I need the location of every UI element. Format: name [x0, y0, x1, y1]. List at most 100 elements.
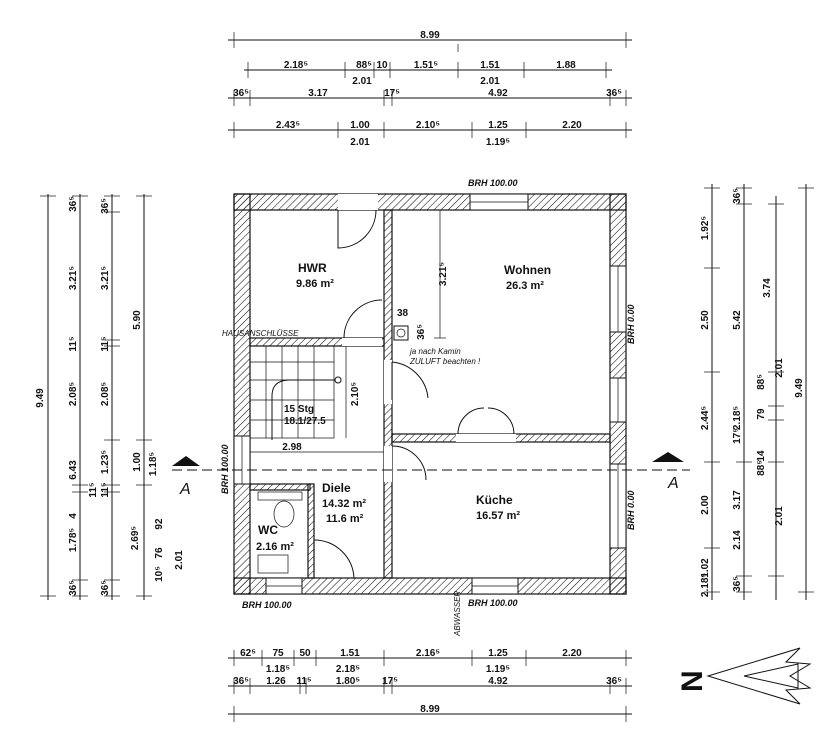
bottom-r3-dim-5: 17⁵: [382, 676, 398, 687]
left-b-dim-9: 1.23⁵: [100, 450, 111, 474]
left-b-dim-2: 3.21⁵: [68, 266, 79, 290]
left-b-dim-1: 36⁵: [68, 196, 79, 212]
section-mark-left: A: [179, 481, 191, 498]
shaft-dim-a: 38: [397, 308, 409, 319]
wc-fixtures: [257, 491, 303, 574]
top-r1-dim-2: 88⁵: [356, 60, 372, 71]
top-r4-dim-3: 2.10⁵: [416, 120, 440, 131]
top-r2-dim-2: 2.01: [480, 76, 500, 87]
right-b-dim-1: 36⁵: [732, 188, 743, 204]
left-b-dim-6: 3.21⁵: [100, 266, 111, 290]
bottom-r2-dim-1: 1.18⁵: [266, 664, 290, 675]
room-wc-area: 2.16 m²: [256, 541, 294, 553]
left-total-dim: 9.49: [35, 388, 46, 408]
left-c-dim-2: 1.00: [132, 452, 143, 472]
top-r3-dim-5: 36⁵: [606, 88, 622, 99]
bottom-r1-dim-7: 2.20: [562, 648, 582, 659]
bottom-total-dim: 8.99: [420, 704, 440, 715]
left-b-dim-3: 11⁵: [68, 336, 79, 352]
left-b-dim-14: 36⁵: [100, 580, 111, 596]
top-r5-dim-1: 2.01: [350, 137, 370, 148]
bottom-r1-dim-2: 75: [272, 648, 284, 659]
room-wohnen-area: 26.3 m²: [506, 280, 544, 292]
right-c-dim-6: 3.74: [762, 278, 773, 298]
brh-left: BRH 100.00: [220, 444, 230, 494]
room-kueche-name: Küche: [476, 493, 513, 507]
right-b-dim-3: 2.18⁵: [732, 406, 743, 430]
right-c-dim-3: 14: [756, 450, 767, 462]
north-arrow-label: N: [676, 670, 709, 692]
right-c-dim-2: 79: [756, 408, 767, 420]
left-b-dim-5: 36⁵: [100, 198, 111, 214]
top-total-dim: 8.99: [420, 30, 440, 41]
left-a-dim-3: 11⁵: [88, 482, 99, 498]
right-b-dim-4: 88⁵: [756, 374, 767, 390]
room-diele-name: Diele: [322, 481, 351, 495]
right-a-dim-2: 2.14: [732, 530, 743, 550]
top-dimensions: 8.99 2.18⁵ 88⁵ 10 1.51⁵ 1.51 1.88 2.01 2…: [228, 30, 632, 148]
left-b-dim-10: 11⁵: [100, 482, 111, 498]
interior-labels: 15 Stg 18.1/27.5 2.10⁵ 2.98 3.21⁵ 38 36⁵: [250, 262, 449, 453]
notes: HAUSANSCHLÜSSE ja nach Kamin ZULUFT beac…: [222, 329, 481, 637]
right-a-dim-5: 2.50: [700, 310, 711, 330]
bottom-r2-dim-2: 2.18⁵: [336, 664, 360, 675]
right-a-dim-1: 1.02: [700, 558, 711, 578]
brh-bottom-right: BRH 100.00: [468, 598, 518, 608]
section-line: A A: [172, 452, 690, 498]
bottom-r3-dim-3: 11⁵: [296, 676, 312, 687]
right-b-dim-8: 36⁵: [732, 576, 743, 592]
bottom-r2-dim-3: 1.19⁵: [486, 664, 510, 675]
top-r4-dim-1: 2.43⁵: [276, 120, 300, 131]
top-r1-dim-5: 1.51: [480, 60, 500, 71]
brh-right-lower: BRH 0.00: [626, 490, 636, 530]
right-a-dim-3: 2.00: [700, 495, 711, 515]
left-a-dim-1: 6.43: [68, 460, 79, 480]
right-b-dim-5: 17⁵: [732, 428, 743, 444]
left-b-dim-8: 2.08⁵: [100, 382, 111, 406]
top-r1-dim-1: 2.18⁵: [284, 60, 308, 71]
room-hwr-name: HWR: [298, 261, 327, 275]
left-a-dim-7: 36⁵: [68, 580, 79, 596]
bottom-r1-dim-5: 2.16⁵: [416, 648, 440, 659]
north-arrow: N: [676, 647, 812, 705]
stair-spec: 18.1/27.5: [284, 416, 326, 427]
right-total-dim: 9.49: [794, 378, 805, 398]
left-a-dim-6: 76: [154, 547, 165, 559]
right-c-dim-4: 88⁵: [756, 460, 767, 476]
bottom-r1-dim-1: 62⁵: [240, 648, 256, 659]
section-mark-right: A: [667, 475, 679, 492]
top-r5-dim-2: 1.19⁵: [486, 137, 510, 148]
bottom-r3-dim-1: 36⁵: [233, 676, 249, 687]
bottom-r3-dim-7: 36⁵: [606, 676, 622, 687]
room-diele-area-2: 11.6 m²: [326, 513, 364, 525]
bottom-r3-dim-2: 1.26: [266, 676, 286, 687]
note-zuluft: ZULUFT beachten !: [409, 357, 481, 366]
top-r2-dim-1: 2.01: [352, 76, 372, 87]
stair-label: 15 Stg: [284, 404, 314, 415]
right-b-dim-7: 5.42: [732, 310, 743, 330]
staircase: [249, 345, 347, 440]
brh-top: BRH 100.00: [468, 178, 518, 188]
top-r4-dim-5: 2.20: [562, 120, 582, 131]
left-c-dim-1: 5.90: [132, 310, 143, 330]
left-dimensions: 9.49 6.43 4 36⁵ 3.21⁵ 11⁵ 2.08⁵: [35, 194, 185, 600]
brh-right-upper: BRH 0.00: [626, 304, 636, 344]
bottom-r1-dim-6: 1.25: [488, 648, 508, 659]
right-a-dim-4: 2.44⁵: [700, 406, 711, 430]
bottom-r3-dim-4: 1.80⁵: [336, 676, 360, 687]
left-b-dim-13: 2.01: [174, 550, 185, 570]
room-labels: HWR 9.86 m² Wohnen 26.3 m² Diele 14.32 m…: [256, 261, 551, 553]
left-a-dim-4: 1.78⁵: [68, 528, 79, 552]
note-kamin: ja nach Kamin: [409, 347, 461, 356]
left-a-dim-5: 10⁵: [154, 566, 165, 582]
room-hwr-area: 9.86 m²: [296, 278, 334, 290]
room-wohnen-name: Wohnen: [504, 263, 551, 277]
top-r3-dim-2: 3.17: [308, 88, 328, 99]
left-b-dim-7: 11⁵: [100, 336, 111, 352]
room-kueche-area: 16.57 m²: [476, 510, 520, 522]
note-hausanschluss: HAUSANSCHLÜSSE: [222, 329, 299, 338]
right-c-dim-5: 2.01: [774, 358, 785, 378]
doors: [313, 194, 516, 579]
room-wc-name: WC: [258, 523, 278, 537]
shaft: [393, 209, 446, 341]
